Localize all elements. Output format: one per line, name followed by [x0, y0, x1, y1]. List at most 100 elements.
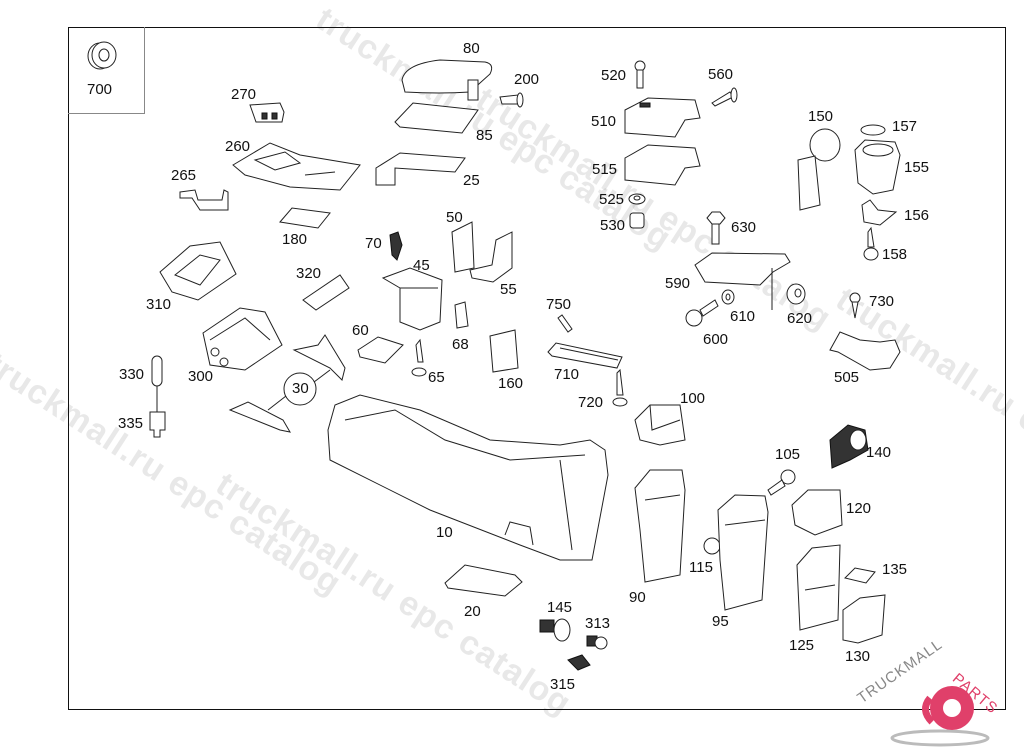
callout-115[interactable]: 115: [689, 559, 713, 576]
callout-313[interactable]: 313: [585, 615, 611, 632]
part-525-icon[interactable]: [628, 193, 646, 205]
callout-520[interactable]: 520: [601, 67, 627, 84]
part-510-icon[interactable]: [624, 97, 701, 138]
callout-180[interactable]: 180: [282, 231, 308, 248]
callout-610[interactable]: 610: [730, 308, 756, 325]
part-145-icon[interactable]: [539, 618, 571, 642]
callout-310[interactable]: 310: [146, 296, 172, 313]
part-65-icon[interactable]: [411, 338, 427, 377]
callout-100[interactable]: 100: [680, 390, 706, 407]
part-300-icon[interactable]: [202, 307, 283, 371]
part-90-icon[interactable]: [634, 469, 686, 583]
support-bracket-icon[interactable]: [228, 334, 346, 433]
callout-145[interactable]: 145: [547, 599, 573, 616]
callout-30[interactable]: 30: [292, 380, 309, 397]
callout-505[interactable]: 505: [834, 369, 860, 386]
bulb-socket-icon[interactable]: [149, 411, 166, 438]
part-590-icon[interactable]: [694, 252, 791, 310]
callout-10[interactable]: 10: [436, 524, 453, 541]
part-180-icon[interactable]: [279, 207, 331, 229]
part-20-icon[interactable]: [444, 564, 523, 597]
callout-330[interactable]: 330: [119, 366, 145, 383]
callout-85[interactable]: 85: [476, 127, 493, 144]
part-115-icon[interactable]: [703, 537, 721, 555]
bulb-icon[interactable]: [151, 355, 163, 412]
callout-157[interactable]: 157: [892, 118, 918, 135]
part-25-icon[interactable]: [375, 152, 466, 186]
grommet-icon[interactable]: [87, 41, 117, 70]
part-160-icon[interactable]: [489, 329, 519, 373]
part-313-icon[interactable]: [586, 635, 608, 650]
callout-530[interactable]: 530: [600, 217, 626, 234]
callout-65[interactable]: 65: [428, 369, 445, 386]
callout-300[interactable]: 300: [188, 368, 214, 385]
callout-20[interactable]: 20: [464, 603, 481, 620]
part-530-icon[interactable]: [629, 212, 645, 229]
callout-200[interactable]: 200: [514, 71, 540, 88]
callout-260[interactable]: 260: [225, 138, 251, 155]
callout-55[interactable]: 55: [500, 281, 517, 298]
part-60-icon[interactable]: [357, 336, 404, 364]
part-200-icon[interactable]: [499, 92, 524, 108]
part-720-icon[interactable]: [612, 368, 628, 407]
part-85-icon[interactable]: [394, 102, 479, 134]
callout-335[interactable]: 335: [118, 415, 144, 432]
part-730-icon[interactable]: [849, 292, 861, 319]
part-68-icon[interactable]: [454, 301, 469, 329]
part-620-icon[interactable]: [786, 283, 806, 305]
part-265-icon[interactable]: [179, 189, 229, 211]
callout-730[interactable]: 730: [869, 293, 895, 310]
callout-140[interactable]: 140: [866, 444, 892, 461]
part-140-icon[interactable]: [829, 424, 869, 469]
part-270-icon[interactable]: [249, 102, 285, 123]
part-80-icon[interactable]: [401, 59, 493, 101]
part-750-icon[interactable]: [557, 314, 573, 333]
callout-600[interactable]: 600: [703, 331, 729, 348]
part-125-icon[interactable]: [796, 544, 841, 631]
part-158-icon[interactable]: [863, 226, 879, 261]
part-70-icon[interactable]: [389, 231, 403, 261]
callout-156[interactable]: 156: [904, 207, 930, 224]
callout-620[interactable]: 620: [787, 310, 813, 327]
part-150-icon[interactable]: [797, 128, 841, 211]
callout-70[interactable]: 70: [365, 235, 382, 252]
callout-68[interactable]: 68: [452, 336, 469, 353]
part-120-icon[interactable]: [791, 489, 843, 536]
callout-525[interactable]: 525: [599, 191, 625, 208]
callout-265[interactable]: 265: [171, 167, 197, 184]
callout-120[interactable]: 120: [846, 500, 872, 517]
callout-510[interactable]: 510: [591, 113, 617, 130]
callout-95[interactable]: 95: [712, 613, 729, 630]
part-630-icon[interactable]: [706, 211, 726, 245]
callout-125[interactable]: 125: [789, 637, 815, 654]
callout-515[interactable]: 515: [592, 161, 618, 178]
callout-320[interactable]: 320: [296, 265, 322, 282]
callout-60[interactable]: 60: [352, 322, 369, 339]
part-157-icon[interactable]: [860, 124, 886, 136]
callout-150[interactable]: 150: [808, 108, 834, 125]
callout-158[interactable]: 158: [882, 246, 908, 263]
callout-130[interactable]: 130: [845, 648, 871, 665]
callout-45[interactable]: 45: [413, 257, 430, 274]
callout-720[interactable]: 720: [578, 394, 604, 411]
part-260-icon[interactable]: [232, 142, 361, 191]
callout-270[interactable]: 270: [231, 86, 257, 103]
part-315-icon[interactable]: [567, 654, 591, 671]
callout-315[interactable]: 315: [550, 676, 576, 693]
part-10-icon[interactable]: [327, 394, 609, 561]
part-515-icon[interactable]: [624, 144, 701, 186]
callout-25[interactable]: 25: [463, 172, 480, 189]
part-505-icon[interactable]: [829, 331, 901, 371]
part-135-icon[interactable]: [844, 567, 876, 584]
part-130-icon[interactable]: [842, 594, 886, 644]
part-155-icon[interactable]: [854, 139, 901, 195]
callout-50[interactable]: 50: [446, 209, 463, 226]
callout-710[interactable]: 710: [554, 366, 580, 383]
callout-105[interactable]: 105: [775, 446, 801, 463]
part-610-icon[interactable]: [721, 289, 735, 305]
part-55-icon[interactable]: [469, 231, 513, 283]
part-105-icon[interactable]: [767, 469, 796, 496]
part-320-icon[interactable]: [302, 274, 350, 311]
callout-700[interactable]: 700: [87, 81, 113, 98]
part-95-icon[interactable]: [717, 494, 769, 611]
